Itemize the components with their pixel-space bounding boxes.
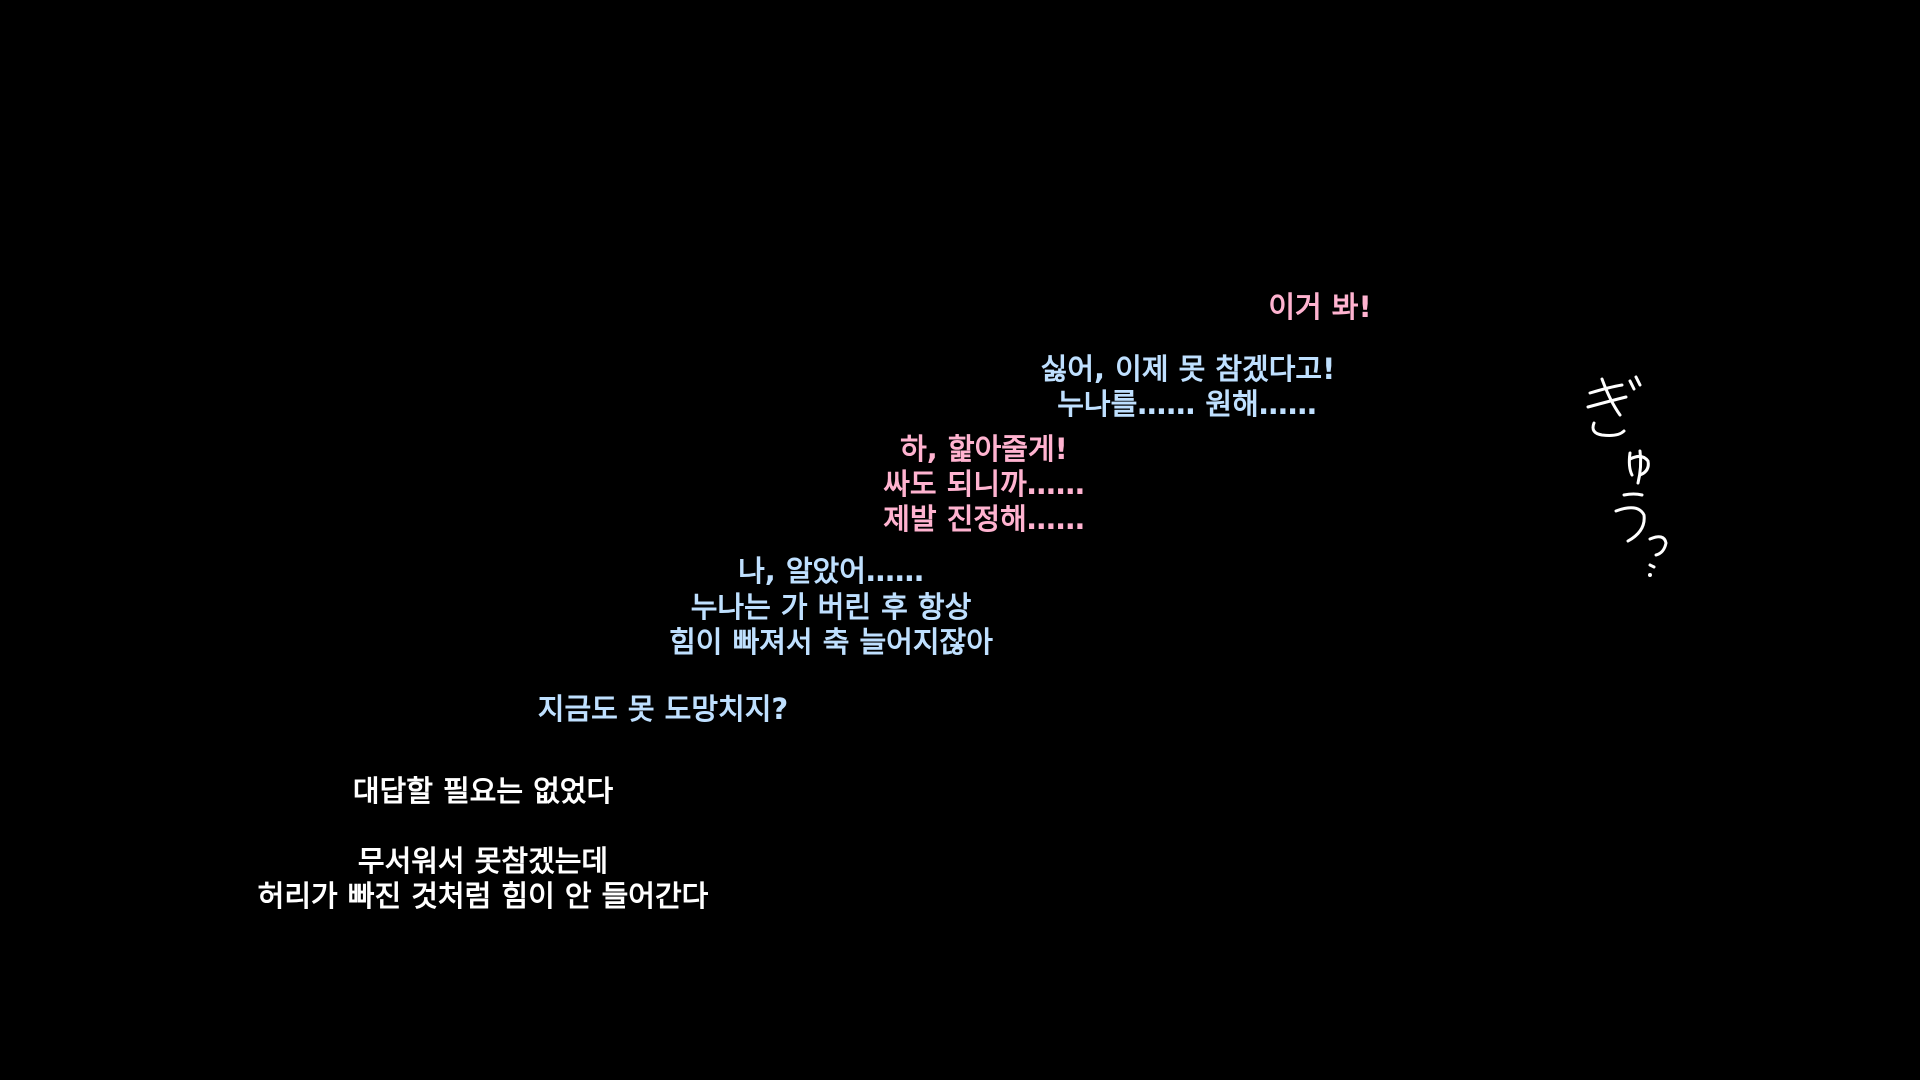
dialogue-line-pink: 이거 봐!	[1268, 290, 1372, 324]
narration-line: 대답할 필요는 없었다	[352, 774, 614, 808]
dialogue-line-pink: 제발 진정해……	[883, 502, 1085, 536]
narration-line: 허리가 빠진 것처럼 힘이 안 들어간다	[257, 879, 709, 913]
dialogue-line-pink: 하, 핥아줄게!	[900, 432, 1068, 466]
dialogue-line-blue: 나, 알았어……	[738, 554, 924, 588]
narration-line: 무서워서 못참겠는데	[357, 844, 609, 878]
sound-effect-graphic	[1586, 375, 1668, 577]
dialogue-line-blue: 힘이 빠져서 축 늘어지잖아	[669, 625, 993, 659]
dialogue-line-pink: 싸도 되니까……	[883, 467, 1085, 501]
dialogue-line-blue: 누나는 가 버린 후 항상	[690, 590, 972, 624]
dialogue-line-blue: 지금도 못 도망치지?	[537, 692, 789, 726]
dialogue-line-blue: 싫어, 이제 못 참겠다고!	[1040, 352, 1336, 386]
dialogue-line-blue: 누나를…… 원해……	[1057, 387, 1317, 421]
